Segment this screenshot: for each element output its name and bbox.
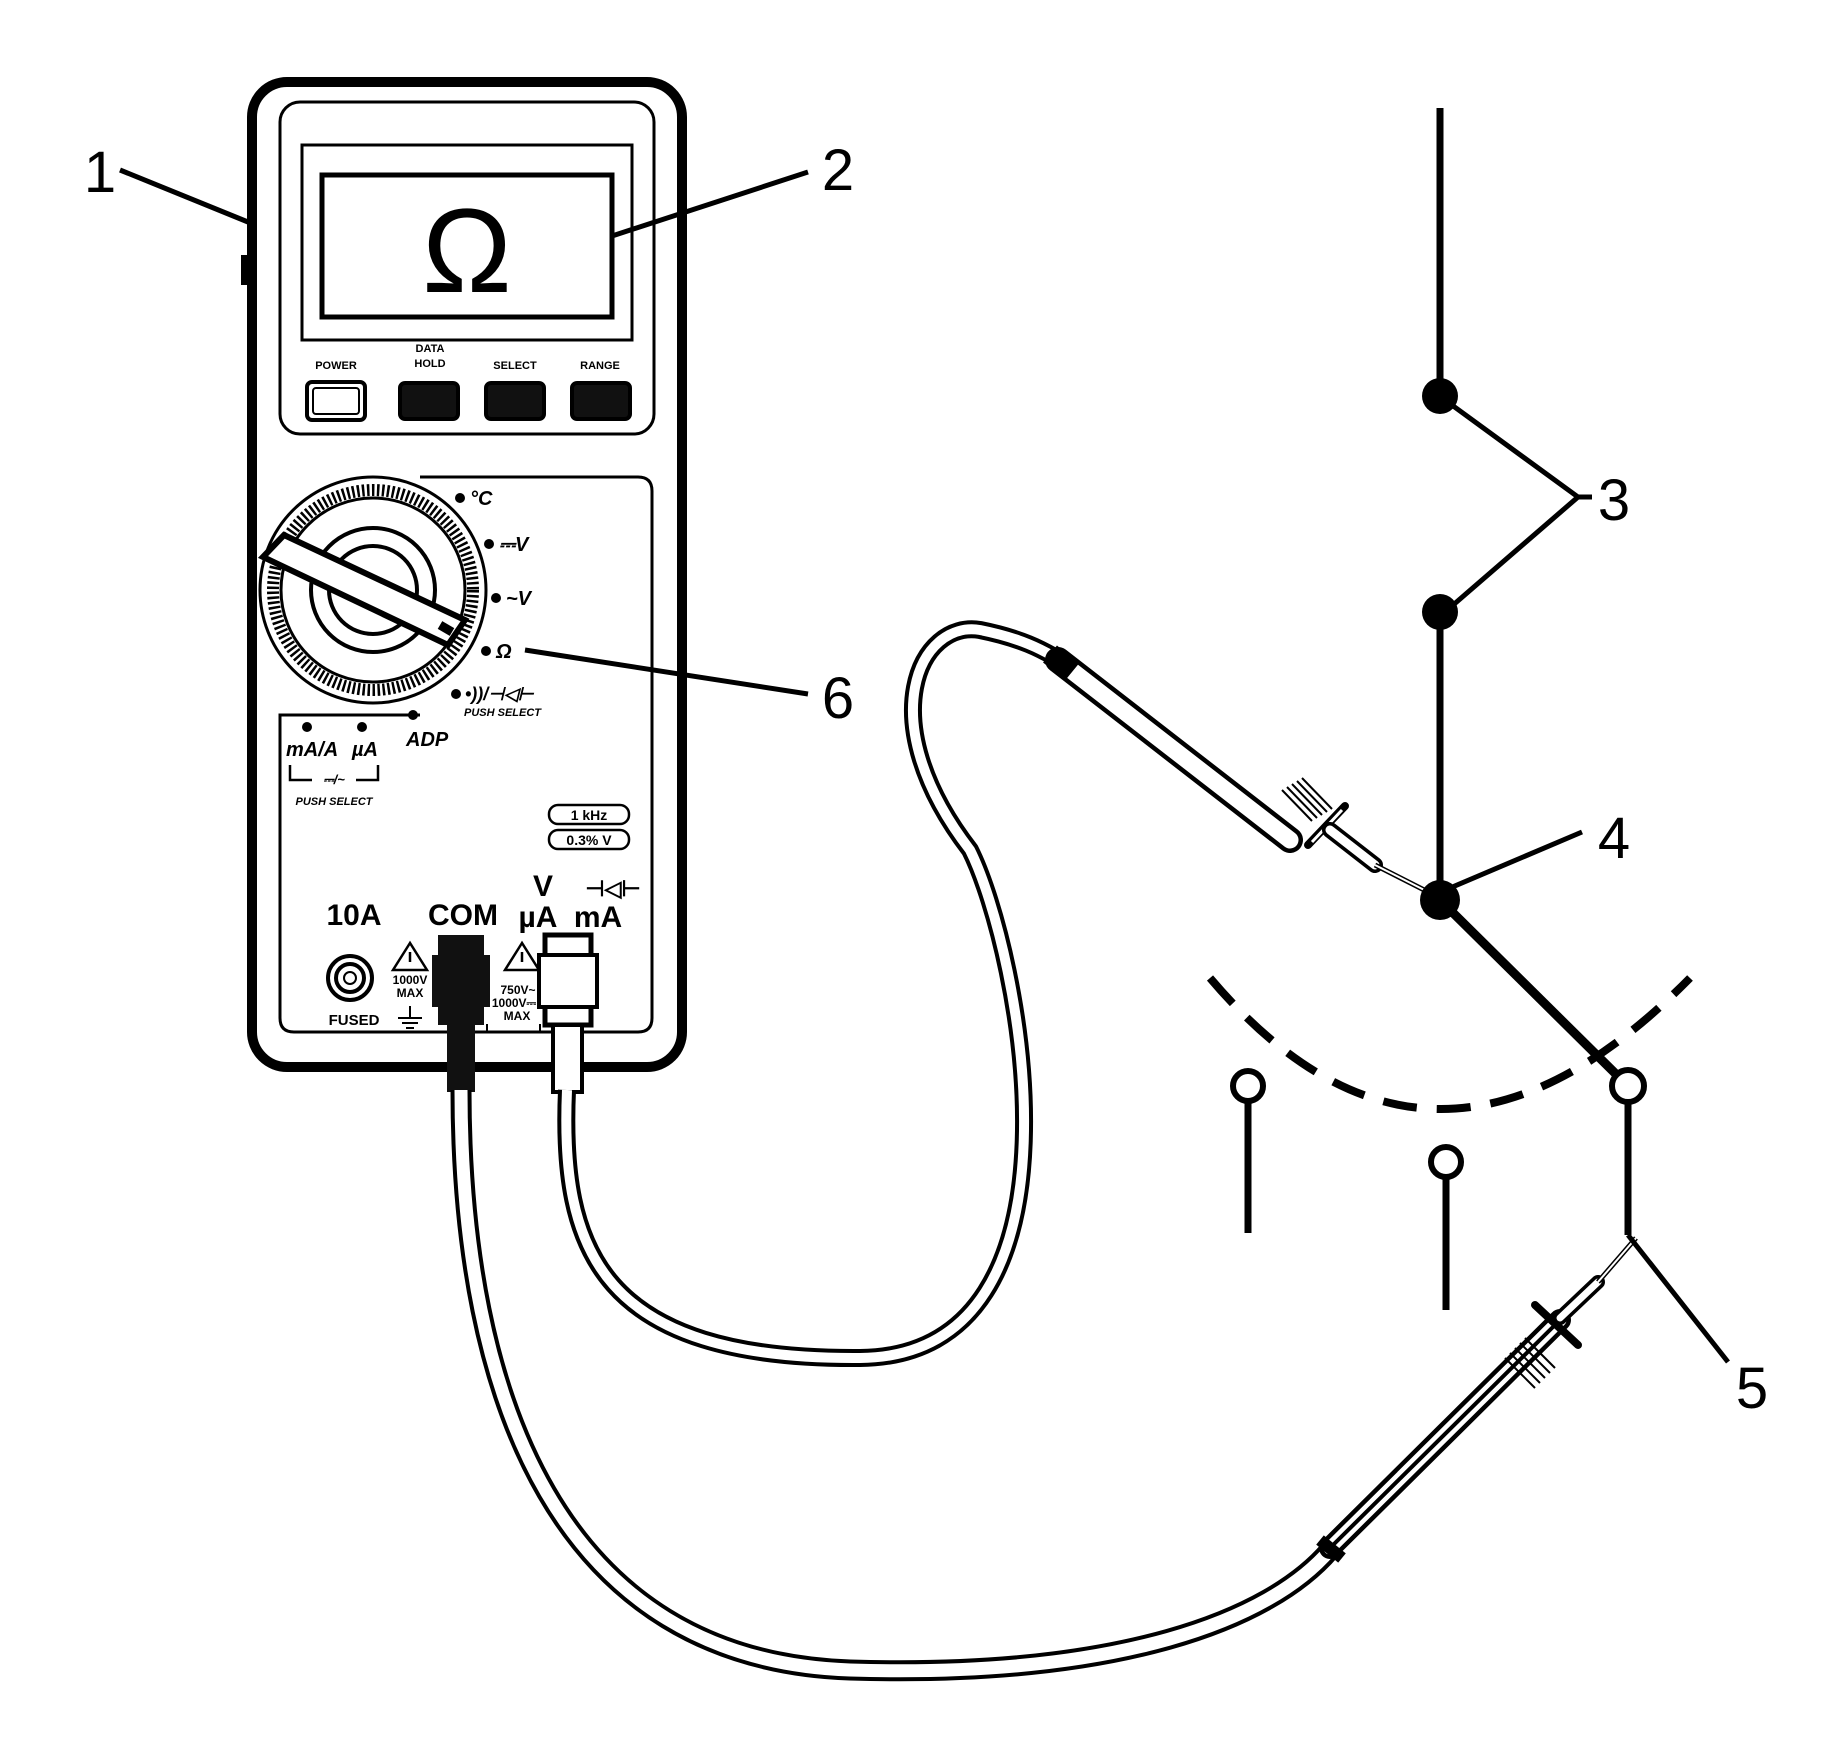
dial-label-ua: µA: [351, 739, 378, 761]
select-button[interactable]: [484, 381, 546, 421]
v-probe-plug[interactable]: [537, 932, 599, 1094]
ground-icon: [398, 1006, 422, 1029]
upper-test-probe: [1043, 645, 1442, 901]
callout-4: 4: [1598, 806, 1630, 871]
power-button-label: POWER: [315, 360, 357, 372]
right-rating-1: 750V~: [500, 983, 535, 997]
dial-label-push-select-right: PUSH SELECT: [464, 707, 542, 719]
dial-label-push-select-left: PUSH SELECT: [295, 796, 373, 808]
data-hold-button-label-1: DATA: [416, 343, 445, 355]
warning-labels: 1000V MAX 750V~ 1000V⎓ MAX: [390, 940, 555, 1033]
select-button-label: SELECT: [493, 360, 537, 372]
dial-label-ac-dc: ⎓/~: [323, 772, 345, 787]
button-panel: POWER DATA HOLD SELECT RANGE: [305, 343, 632, 422]
lcd-display: Ω: [319, 172, 615, 320]
frequency-badge: 1 kHz: [571, 807, 608, 823]
callout-3: 3: [1598, 468, 1630, 533]
data-hold-button-label-2: HOLD: [414, 358, 445, 370]
dial-label-adp: ADP: [405, 729, 449, 751]
com-probe-plug[interactable]: [432, 935, 490, 1092]
dial-label-ac-volts: ~V: [506, 588, 533, 610]
left-rating-2: MAX: [397, 986, 424, 1000]
callout-1: 1: [84, 140, 116, 205]
jack-label-10a: 10A: [326, 899, 381, 932]
display-symbol: Ω: [422, 184, 512, 318]
callouts: 1 2 3 4 5 6: [84, 138, 1768, 1421]
right-rating-2: 1000V⎓: [492, 996, 537, 1010]
switch-circuit: [1206, 108, 1693, 1310]
rotary-selector-dial[interactable]: [257, 475, 488, 705]
callout-5: 5: [1736, 1356, 1768, 1421]
jack-labels: 10A COM V µA ⊣◁⊢ mA: [326, 870, 640, 934]
accuracy-badge: 0.3% V: [566, 832, 612, 848]
data-hold-button[interactable]: [398, 381, 460, 421]
lower-panel: [278, 475, 654, 1034]
lower-test-probe: [1316, 1236, 1638, 1563]
dial-label-ohms: Ω: [495, 641, 512, 663]
dial-label-temperature: °C: [470, 488, 493, 510]
black-test-lead: [450, 1089, 1338, 1682]
jack-10a[interactable]: [326, 954, 374, 1002]
jack-label-diode: ⊣◁⊢: [585, 876, 640, 901]
jack-label-com: COM: [428, 899, 498, 932]
dial-label-ma-a: mA/A: [286, 739, 338, 761]
spec-badges: 1 kHz 0.3% V: [547, 803, 631, 851]
dial-label-continuity-diode: •))/⊣◁⊢: [465, 684, 535, 704]
range-button[interactable]: [570, 381, 632, 421]
range-button-label: RANGE: [580, 360, 620, 372]
jack-label-ma: mA: [574, 901, 622, 934]
jack-label-v: V: [533, 870, 553, 903]
callout-6: 6: [822, 666, 854, 731]
right-rating-3: MAX: [504, 1009, 531, 1023]
dial-label-dc-volts: ⎓V: [499, 534, 530, 556]
dial-labels: °C ⎓V ~V Ω •))/⊣◁⊢ PUSH SELECT mA/A µA A…: [286, 488, 542, 808]
test-point-5: [1609, 1067, 1647, 1105]
fused-label: FUSED: [329, 1012, 380, 1029]
left-rating-1: 1000V: [393, 973, 428, 987]
jack-label-ua: µA: [519, 901, 558, 934]
callout-2: 2: [822, 138, 854, 203]
